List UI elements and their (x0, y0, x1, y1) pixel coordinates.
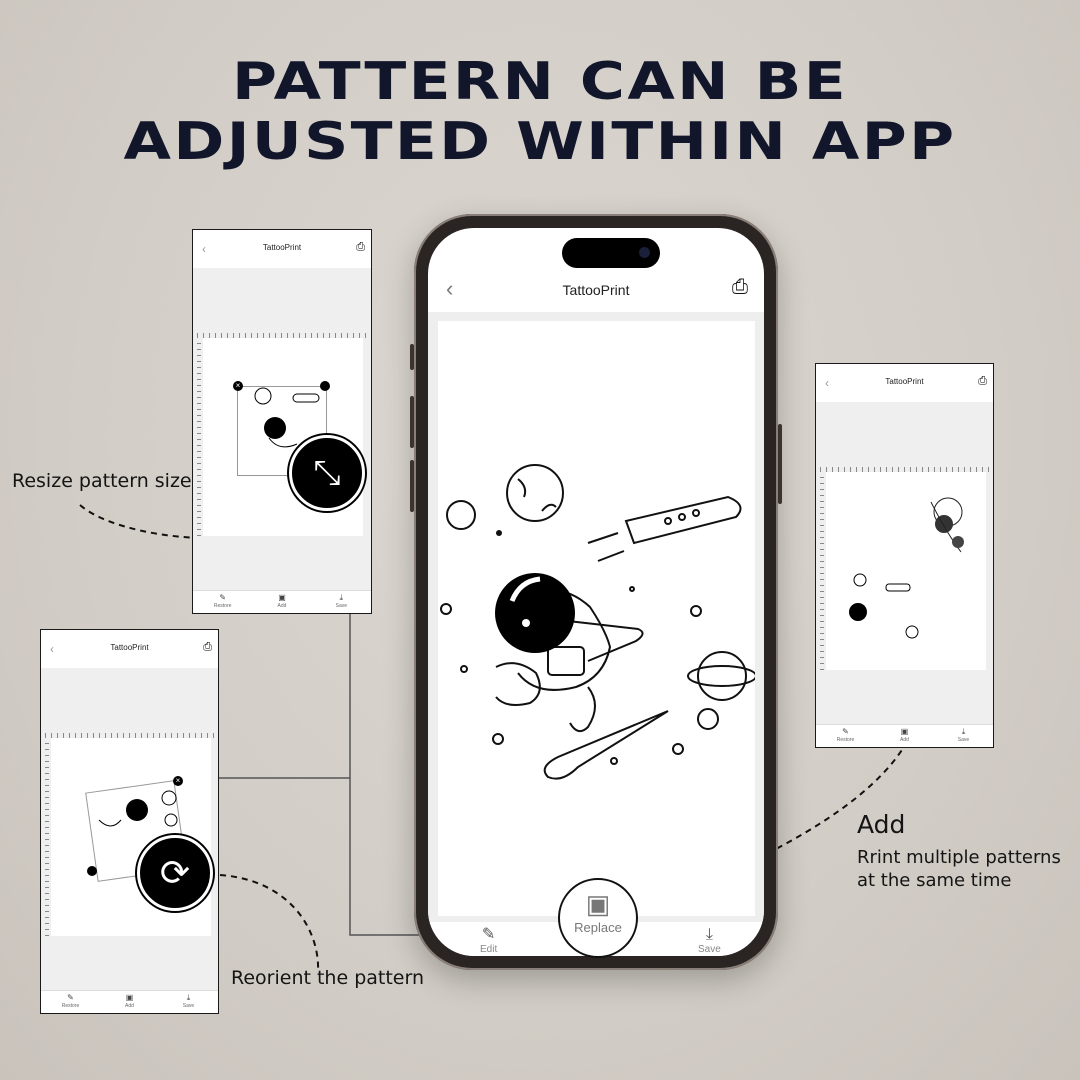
ruler-left (45, 738, 49, 936)
ruler-top (820, 467, 991, 472)
mini-app-bar: ‹ TattooPrint ⎙ (193, 230, 371, 268)
tab-replace-label: Replace (574, 920, 622, 935)
download-icon: ⤓ (339, 593, 344, 602)
phone-power-button (778, 424, 782, 504)
tab-add[interactable]: ▣Add (252, 591, 311, 613)
pencil-icon: ✎ (842, 727, 849, 736)
headline: PATTERN CAN BE ADJUSTED WITHIN APP (0, 52, 1080, 172)
printer-icon[interactable]: ⎙ (356, 241, 365, 253)
ruler-left (820, 472, 824, 670)
app-title: TattooPrint (562, 282, 630, 298)
printer-icon[interactable]: ⎙ (732, 276, 748, 298)
mini-app-title: TattooPrint (262, 243, 302, 252)
tab-replace[interactable]: ▣ Replace (558, 878, 638, 958)
tab-restore[interactable]: ✎Restore (816, 725, 875, 747)
phone-mute-button (410, 344, 414, 370)
pencil-icon: ✎ (67, 993, 74, 1002)
delete-handle[interactable]: × (233, 381, 243, 391)
scale-handle[interactable] (87, 866, 97, 876)
tab-edit[interactable]: ✎ Edit (480, 926, 497, 955)
image-add-icon: ▣ (585, 889, 611, 919)
mini-app-bar: ‹ TattooPrint ⎙ (816, 364, 993, 402)
tab-edit-label: Edit (480, 944, 498, 955)
ruler-top (197, 333, 369, 338)
astronaut-pattern (98, 790, 178, 827)
image-icon: ▣ (125, 993, 134, 1002)
mini-tab-bar: ✎Restore ▣Add ⤓Save (193, 590, 371, 613)
tab-save[interactable]: ⤓Save (312, 591, 371, 613)
image-icon: ▣ (900, 727, 909, 736)
reorient-screenshot: ‹ TattooPrint ⎙ × ✎Restore ▣Add ⤓Save (40, 629, 219, 1014)
printer-icon[interactable]: ⎙ (203, 641, 212, 653)
astronaut-pattern (849, 573, 919, 639)
caption-add-title: Add (857, 810, 906, 839)
rotate-icon[interactable]: ⟳ (137, 835, 213, 911)
tab-save-label: Save (698, 944, 721, 955)
ruler-top (45, 733, 216, 738)
back-icon[interactable]: ‹ (202, 242, 206, 256)
phone-volume-up (410, 396, 414, 448)
phone-volume-down (410, 460, 414, 512)
copy-handle[interactable] (320, 381, 330, 391)
mini-tab-bar: ✎Restore ▣Add ⤓Save (816, 724, 993, 747)
pattern-bounding-box[interactable] (237, 386, 327, 476)
tab-save[interactable]: ⤓ Save (698, 926, 721, 955)
headline-line-1: PATTERN CAN BE (231, 52, 849, 112)
download-icon: ⤓ (186, 993, 191, 1002)
tab-add[interactable]: ▣Add (875, 725, 934, 747)
download-icon: ⤓ (961, 727, 966, 736)
tab-add[interactable]: ▣Add (100, 991, 159, 1013)
ruler-left (197, 338, 201, 536)
caption-resize: Resize pattern size (12, 470, 192, 492)
resize-screenshot: ‹ TattooPrint ⎙ × ✎Restore ▣Add ⤓Save (192, 229, 372, 614)
print-canvas[interactable] (438, 321, 757, 916)
image-icon: ▣ (278, 593, 286, 602)
pencil-icon: ✎ (481, 926, 496, 943)
mini-tab-bar: ✎Restore ▣Add ⤓Save (41, 990, 218, 1013)
mini-app-title: TattooPrint (110, 643, 149, 652)
astronaut-pattern (440, 464, 757, 780)
caption-reorient: Reorient the pattern (231, 967, 425, 989)
headline-line-2: ADJUSTED WITHIN APP (123, 112, 957, 172)
mini-app-title: TattooPrint (885, 377, 924, 386)
phone-screen: ‹ TattooPrint ⎙ (428, 228, 764, 956)
phone-mockup: ‹ TattooPrint ⎙ (410, 214, 782, 970)
dynamic-island (562, 238, 660, 268)
pencil-icon: ✎ (219, 593, 227, 602)
mini-app-bar: ‹ TattooPrint ⎙ (41, 630, 218, 668)
add-screenshot: ‹ TattooPrint ⎙ ✎Restore ▣Add ⤓Save (815, 363, 994, 748)
patterns (849, 497, 964, 639)
chevron-left-icon[interactable]: ‹ (446, 276, 454, 301)
print-canvas (826, 472, 986, 670)
diagonal-arrows-icon[interactable]: ⤡ (289, 435, 365, 511)
tab-save[interactable]: ⤓Save (159, 991, 218, 1013)
caption-add-desc: Rrint multiple patterns at the same time (857, 847, 1061, 891)
flower-pattern (930, 497, 964, 553)
back-icon[interactable]: ‹ (50, 642, 54, 656)
download-icon: ⤓ (705, 926, 713, 943)
camera-icon (639, 247, 650, 258)
tab-save[interactable]: ⤓Save (934, 725, 993, 747)
tab-restore[interactable]: ✎Restore (193, 591, 252, 613)
astronaut-pattern (254, 387, 320, 448)
printer-icon[interactable]: ⎙ (978, 375, 987, 387)
tab-restore[interactable]: ✎Restore (41, 991, 100, 1013)
back-icon[interactable]: ‹ (825, 376, 829, 390)
delete-handle[interactable]: × (173, 776, 183, 786)
